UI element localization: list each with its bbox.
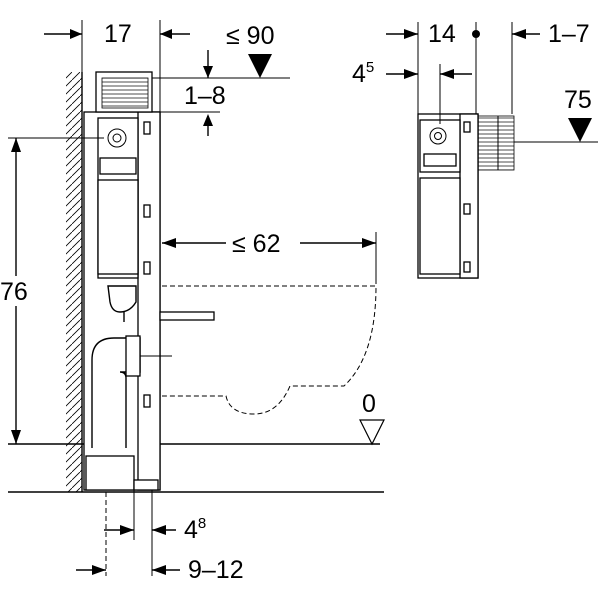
dim-bowl-projection: ≤ 62 xyxy=(162,230,377,284)
flush-offset-label: 1–8 xyxy=(184,82,226,110)
side-view-frame xyxy=(417,113,515,279)
dim-flush-height: ≤ 90 xyxy=(152,22,290,79)
dim-wall-gap: 48 xyxy=(104,490,206,576)
wall xyxy=(66,72,83,492)
wc-bowl xyxy=(162,285,377,415)
installation-frame xyxy=(83,71,215,491)
wall-gap-label: 48 xyxy=(184,515,206,544)
dim-height-76: 76 xyxy=(0,137,104,444)
bowl-projection-label: ≤ 62 xyxy=(232,230,280,258)
side-gap-label: 45 xyxy=(352,59,374,88)
side-flush-grille xyxy=(477,115,515,171)
dim-side-depth: 14 xyxy=(386,20,480,114)
height-76-label: 76 xyxy=(0,278,28,306)
dim-side-offset: 1–7 xyxy=(511,20,590,114)
dim-flush-offset: 1–8 xyxy=(152,82,226,136)
dim-side-height: 75 xyxy=(514,86,598,143)
dim-frame-depth: 17 xyxy=(44,20,190,112)
flush-height-label: ≤ 90 xyxy=(226,22,274,50)
flush-grille xyxy=(101,77,149,109)
frame-depth-label: 17 xyxy=(104,20,132,48)
side-height-label: 75 xyxy=(564,86,592,114)
side-depth-label: 14 xyxy=(428,20,456,48)
floor xyxy=(8,443,384,493)
floor-level-label: 0 xyxy=(362,390,376,418)
dim-side-gap: 45 xyxy=(352,59,472,124)
dim-wall-distance: 9–12 xyxy=(76,556,244,584)
wall-distance-label: 9–12 xyxy=(188,556,244,584)
side-offset-label: 1–7 xyxy=(548,20,590,48)
floor-level-marker: 0 xyxy=(359,390,385,446)
